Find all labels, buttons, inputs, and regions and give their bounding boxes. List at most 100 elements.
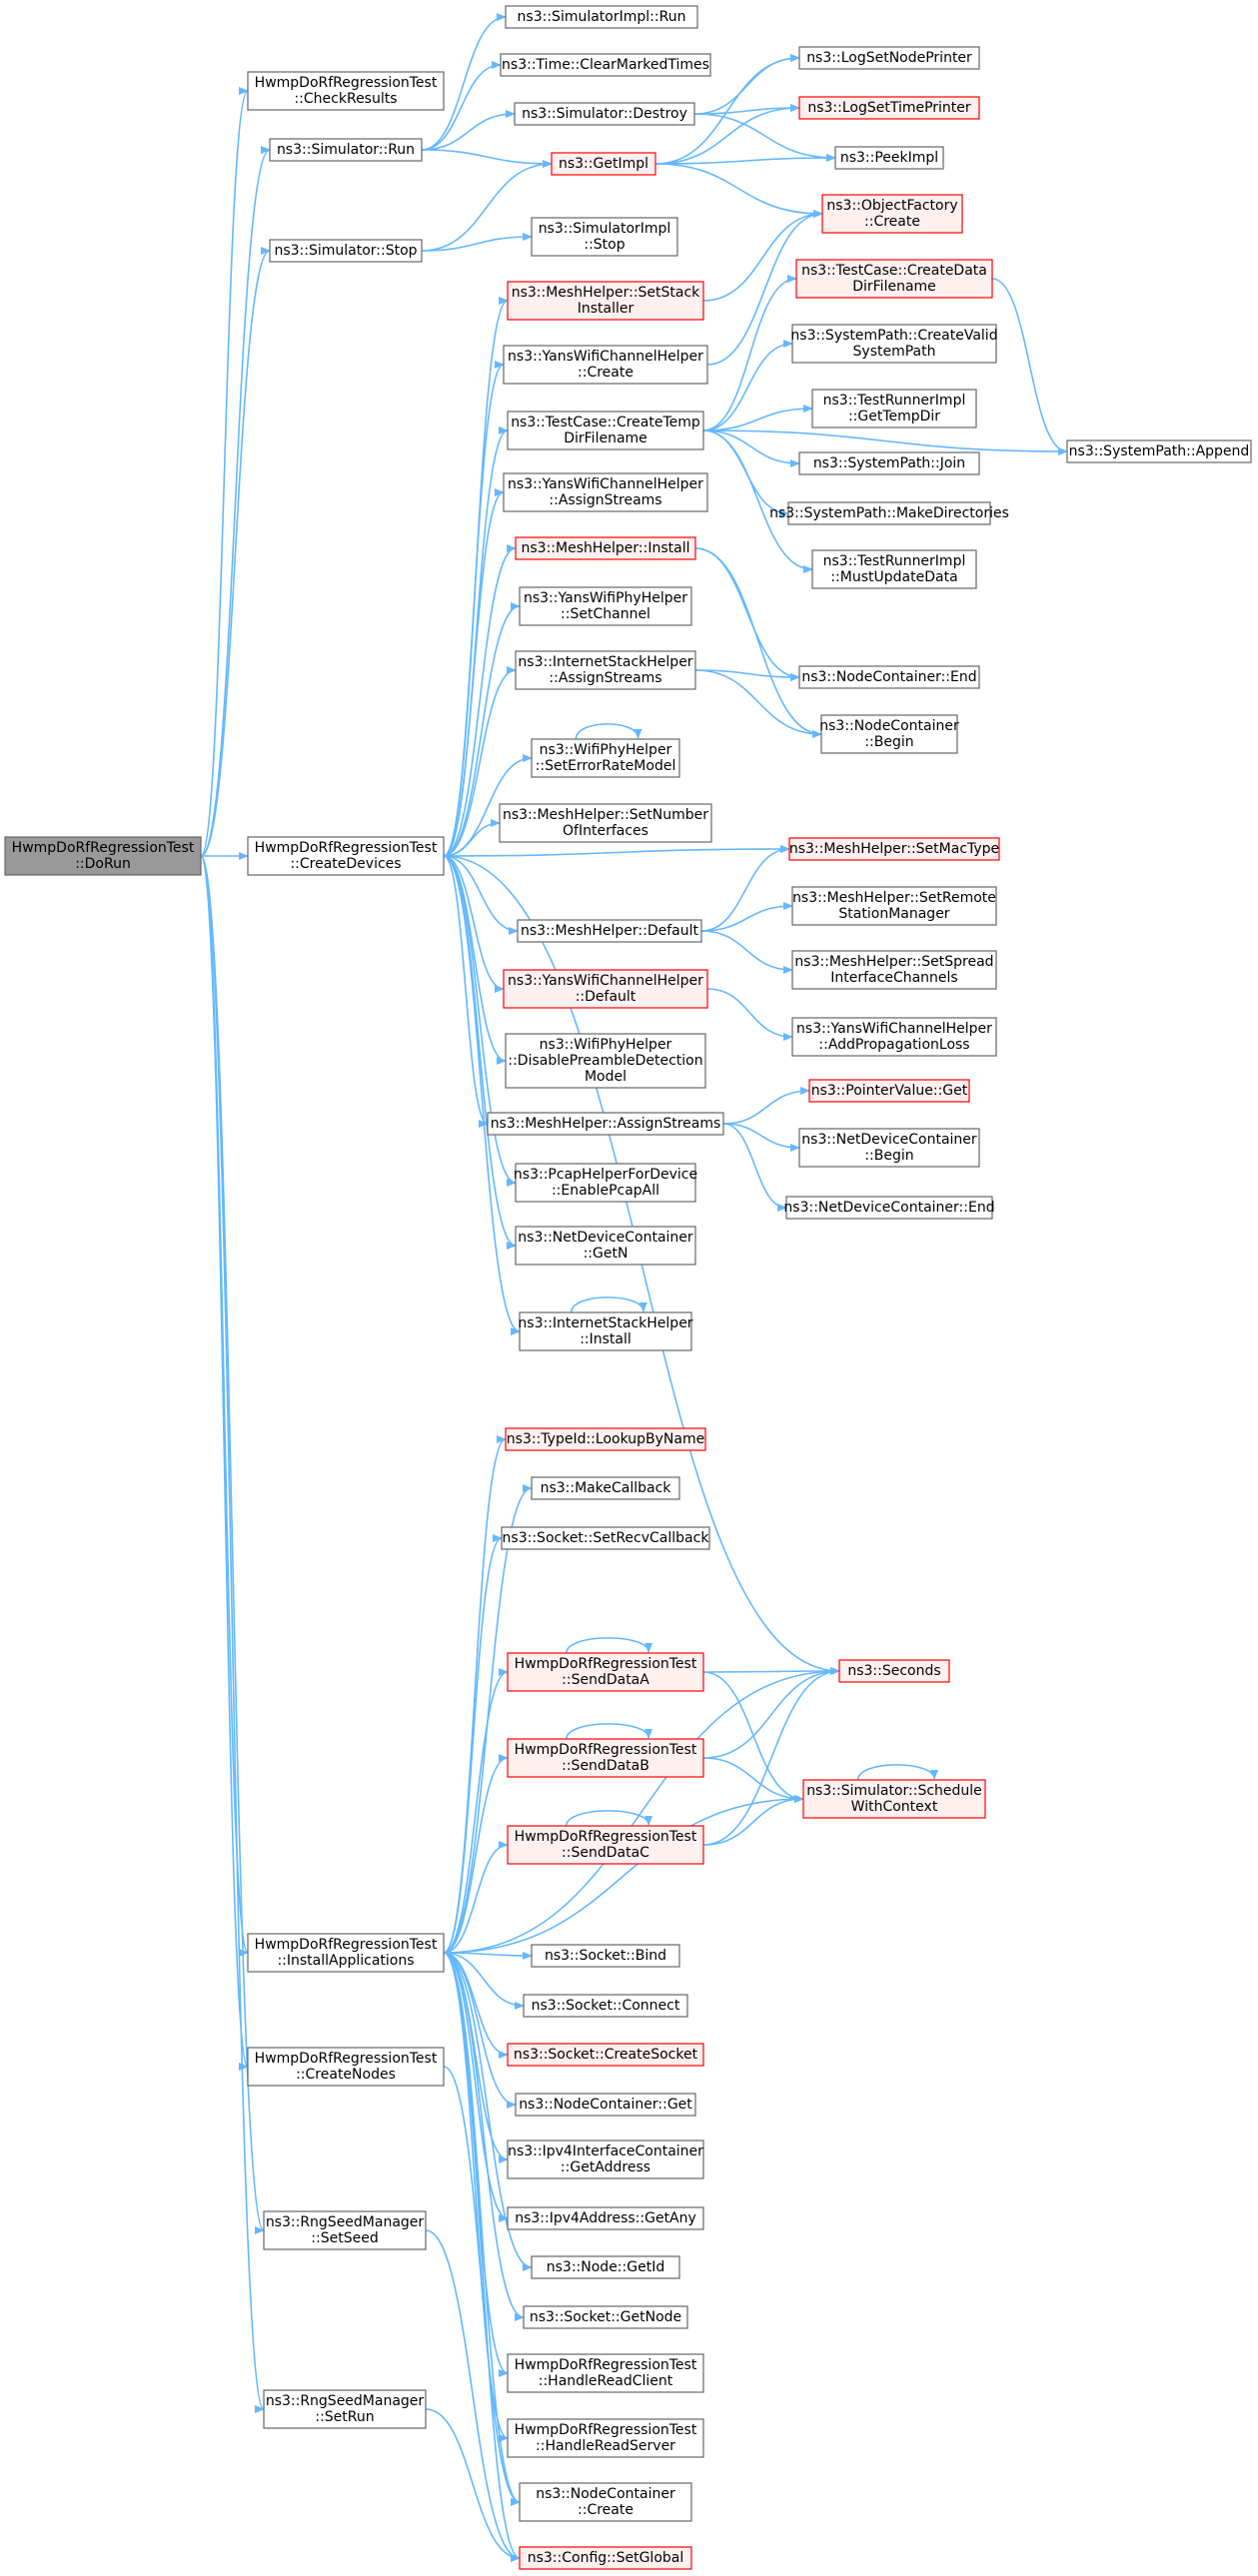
node-inet_install[interactable]: ns3::InternetStackHelper::Install [518,1311,693,1351]
node-rng_setseed[interactable]: ns3::RngSeedManager::SetSeed [263,2210,427,2250]
edge-sim_run-to-simimpl_run [421,13,507,151]
node-pv_get[interactable]: ns3::PointerValue::Get [808,1079,970,1103]
node-checkresults[interactable]: HwmpDoRfRegressionTest::CheckResults [247,71,445,111]
node-sock_setrecv[interactable]: ns3::Socket::SetRecvCallback [501,1526,710,1550]
node-mesh_setspread[interactable]: ns3::MeshHelper::SetSpreadInterfaceChann… [791,950,997,990]
node-label: ::Create [578,365,633,381]
node-ipv4ic_getaddr[interactable]: ns3::Ipv4InterfaceContainer::GetAddress [507,2140,704,2179]
node-yanschan_addprop[interactable]: ns3::YansWifiChannelHelper::AddPropagati… [791,1017,997,1057]
node-box [507,2353,704,2393]
node-ndc_getn[interactable]: ns3::NetDeviceContainer::GetN [515,1226,696,1266]
node-sim_destroy[interactable]: ns3::Simulator::Destroy [514,102,695,126]
node-box [503,969,708,1009]
node-ndc_begin[interactable]: ns3::NetDeviceContainer::Begin [798,1128,980,1168]
node-box [531,1944,680,1968]
node-box [519,2482,692,2522]
node-handle_server[interactable]: HwmpDoRfRegressionTest::HandleReadServer [507,2418,704,2458]
node-sock_bind[interactable]: ns3::Socket::Bind [531,1944,680,1968]
node-nc_end[interactable]: ns3::NodeContainer::End [798,665,980,689]
node-label: HwmpDoRfRegressionTest [515,1829,697,1845]
node-label: ns3::YansWifiChannelHelper [508,973,703,989]
node-sp_join[interactable]: ns3::SystemPath::Join [798,451,980,475]
edge-mesh_assign-to-ndc_end [722,1123,787,1212]
node-sendc[interactable]: HwmpDoRfRegressionTest::SendDataC [507,1825,704,1865]
node-label: HwmpDoRfRegressionTest [515,2422,697,2438]
node-box [514,102,695,126]
node-yanschan_create[interactable]: ns3::YansWifiChannelHelper::Create [503,345,708,385]
node-logtime[interactable]: ns3::LogSetTimePrinter [798,96,980,120]
node-label: ns3::NodeContainer::End [801,669,976,685]
node-mesh_assign[interactable]: ns3::MeshHelper::AssignStreams [487,1112,724,1136]
node-simimpl_run[interactable]: ns3::SimulatorImpl::Run [505,5,698,29]
node-mesh_install[interactable]: ns3::MeshHelper::Install [515,536,696,560]
node-simimpl_stop[interactable]: ns3::SimulatorImpl::Stop [531,217,678,257]
node-peekimpl[interactable]: ns3::PeekImpl [834,146,944,170]
node-nc_begin[interactable]: ns3::NodeContainer::Begin [819,714,959,754]
node-yanschan_assign[interactable]: ns3::YansWifiChannelHelper::AssignStream… [503,472,708,512]
node-yanschan_default[interactable]: ns3::YansWifiChannelHelper::Default [503,969,708,1009]
edge-tc_createtemp-to-tc_createdata [702,275,797,431]
node-senda[interactable]: HwmpDoRfRegressionTest::SendDataA [507,1652,704,1692]
node-mesh_setmac[interactable]: ns3::MeshHelper::SetMacType [788,837,1000,861]
node-mesh_default[interactable]: ns3::MeshHelper::Default [517,919,702,943]
node-yansphy_setchan[interactable]: ns3::YansWifiPhyHelper::SetChannel [519,586,692,626]
node-createdevices[interactable]: HwmpDoRfRegressionTest::CreateDevices [247,836,445,876]
node-tri_mustupdate[interactable]: ns3::TestRunnerImpl::MustUpdateData [811,549,977,589]
node-sock_getnode[interactable]: ns3::Socket::GetNode [523,2305,688,2329]
node-lognode[interactable]: ns3::LogSetNodePrinter [798,46,980,70]
node-ndc_end[interactable]: ns3::NetDeviceContainer::End [783,1196,995,1220]
edge-yanschan_create-to-objfactory [706,210,823,366]
node-dorun[interactable]: HwmpDoRfRegressionTest::DoRun [4,836,202,876]
node-pcap_enable[interactable]: ns3::PcapHelperForDevice::EnablePcapAll [514,1163,697,1203]
node-label: ::Default [576,989,636,1005]
node-nc_get[interactable]: ns3::NodeContainer::Get [515,2093,696,2117]
node-box [798,1128,980,1168]
node-inet_assign[interactable]: ns3::InternetStackHelper::AssignStreams [515,650,696,690]
node-sp_append[interactable]: ns3::SystemPath::Append [1066,439,1252,463]
node-box [519,2546,692,2570]
node-createnodes[interactable]: HwmpDoRfRegressionTest::CreateNodes [247,2047,445,2087]
node-box [505,1033,706,1089]
node-time_clear[interactable]: ns3::Time::ClearMarkedTimes [500,53,711,77]
node-tri_gettempdir[interactable]: ns3::TestRunnerImpl::GetTempDir [811,389,977,429]
node-label: WithContext [851,1799,938,1815]
node-rng_setrun[interactable]: ns3::RngSeedManager::SetRun [263,2389,427,2429]
node-ipv4addr_getany[interactable]: ns3::Ipv4Address::GetAny [507,2206,704,2230]
node-objfactory[interactable]: ns3::ObjectFactory::Create [821,194,963,234]
node-sock_connect[interactable]: ns3::Socket::Connect [523,1994,688,2018]
node-seconds[interactable]: ns3::Seconds [838,1659,950,1683]
node-wifiphy_seterr[interactable]: ns3::WifiPhyHelper::SetErrorRateModel [531,738,680,778]
node-typeid_lookup[interactable]: ns3::TypeId::LookupByName [505,1427,706,1451]
edge-sendb-to-seconds [702,1667,840,1759]
node-getimpl[interactable]: ns3::GetImpl [551,152,656,176]
node-box [798,46,980,70]
node-sp_makedirs[interactable]: ns3::SystemPath::MakeDirectories [769,501,1009,525]
node-installapps[interactable]: HwmpDoRfRegressionTest::InstallApplicati… [247,1933,445,1973]
node-nc_create[interactable]: ns3::NodeContainer::Create [519,2482,692,2522]
node-label: ns3::Socket::Bind [545,1948,666,1964]
edge-createdevices-to-wifiphy_disable [443,855,507,1065]
edge-installapps-to-sim_schedule [443,1795,804,1954]
node-sim_run[interactable]: ns3::Simulator::Run [269,138,423,162]
node-wifiphy_disable[interactable]: ns3::WifiPhyHelper::DisablePreambleDetec… [505,1033,706,1089]
node-sendb[interactable]: HwmpDoRfRegressionTest::SendDataB [507,1738,704,1778]
node-sock_create[interactable]: ns3::Socket::CreateSocket [507,2043,704,2067]
node-handle_client[interactable]: HwmpDoRfRegressionTest::HandleReadClient [507,2353,704,2393]
node-label: InterfaceChannels [830,970,957,986]
node-box [802,1779,986,1819]
node-sim_stop[interactable]: ns3::Simulator::Stop [269,239,423,263]
node-box [247,71,445,111]
node-config_setglobal[interactable]: ns3::Config::SetGlobal [519,2546,692,2570]
node-node_getid[interactable]: ns3::Node::GetId [531,2255,680,2279]
node-box [795,259,993,299]
node-box [515,650,696,690]
node-makecallback[interactable]: ns3::MakeCallback [531,1476,680,1500]
edge-tc_createtemp-to-sp_createvalid [702,340,793,431]
